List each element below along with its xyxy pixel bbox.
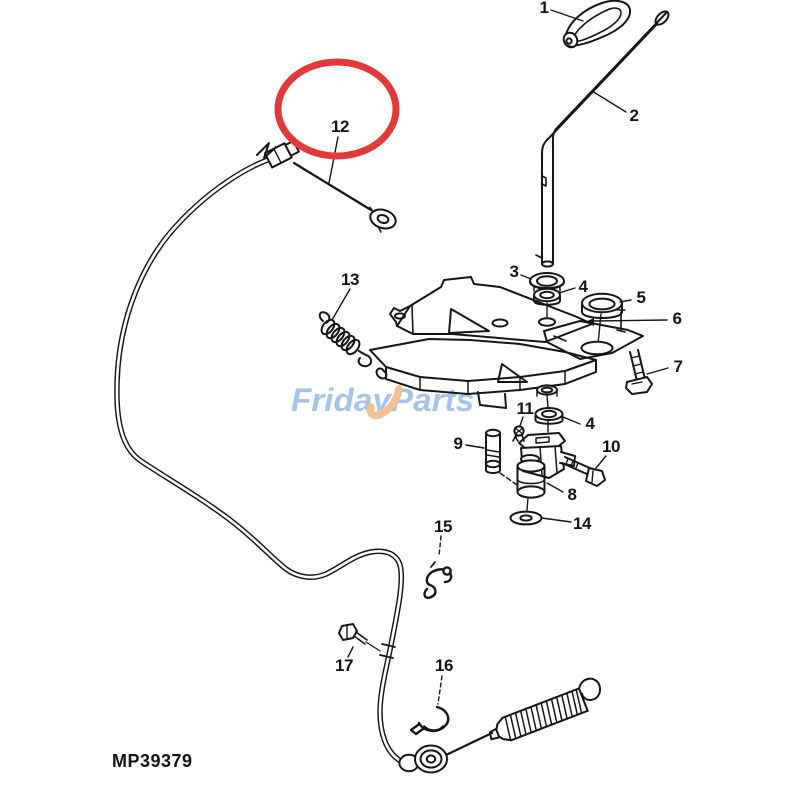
callout-14: 14 — [573, 514, 591, 533]
callout-3: 3 — [509, 262, 519, 281]
grip-part-1-drawing — [562, 0, 632, 49]
callout-17: 17 — [335, 656, 353, 675]
clip-part-11-drawing — [512, 425, 525, 442]
mounting-bracket-drawing — [369, 276, 597, 409]
watermark-swoosh — [366, 385, 403, 420]
callout-12: 12 — [331, 117, 349, 136]
cable-part-12-drawing — [114, 139, 405, 763]
arrowhead-6 — [585, 318, 594, 326]
bracket-part-15-drawing — [423, 561, 453, 599]
lever-part-2-drawing — [535, 10, 670, 268]
lift-spring-drawing — [444, 677, 602, 757]
callout-9: 9 — [453, 434, 463, 453]
screw-part-17-drawing — [338, 623, 381, 652]
callout-11: 11 — [516, 399, 534, 418]
washer-part-4-upper-drawing — [533, 287, 561, 318]
callout-16: 16 — [435, 656, 453, 675]
bushing-part-5-drawing — [581, 292, 623, 345]
callout-6: 6 — [672, 309, 682, 328]
spring-part-13-drawing — [318, 311, 373, 368]
nut-part-3-drawing — [529, 272, 565, 292]
leader-lines — [328, 9, 669, 705]
callout-4-lower: 4 — [585, 414, 595, 433]
bolt-part-7-drawing — [625, 349, 653, 395]
cable-end-barrel-drawing — [398, 744, 448, 774]
callout-8: 8 — [567, 485, 577, 504]
callout-1: 1 — [539, 0, 549, 17]
callout-15: 15 — [434, 517, 452, 536]
pin-part-9-drawing — [485, 428, 518, 486]
callout-13: 13 — [341, 270, 359, 289]
clip-part-16-drawing — [409, 705, 450, 736]
callout-10: 10 — [602, 437, 620, 456]
nut-part-4-lower-drawing — [534, 407, 564, 433]
callout-2: 2 — [629, 106, 639, 125]
cam-part-8-drawing — [515, 432, 576, 511]
bolt-part-10-drawing — [561, 456, 606, 487]
washer-part-14-drawing — [509, 510, 543, 526]
part-number-code: MP39379 — [112, 751, 193, 771]
callout-4-upper: 4 — [578, 277, 588, 296]
callout-5: 5 — [636, 288, 646, 307]
highlight-circle — [274, 58, 400, 160]
callout-7: 7 — [673, 357, 683, 376]
